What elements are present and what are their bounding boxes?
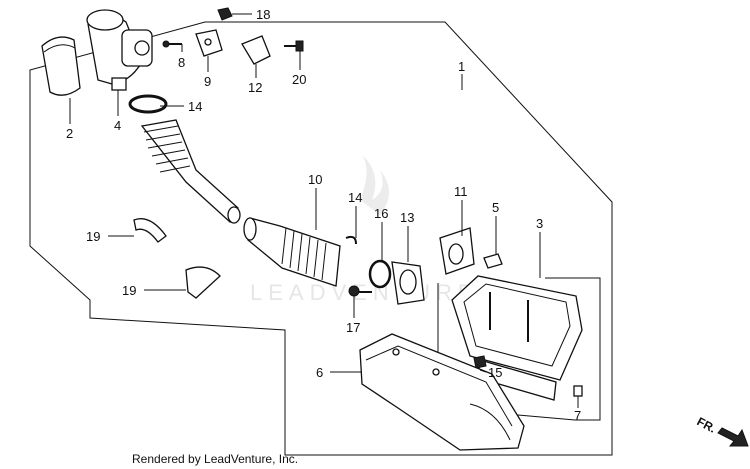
- callout-18: 18: [256, 7, 270, 22]
- watermark: LEADVENTURE: [250, 155, 473, 305]
- callout-7: 7: [574, 408, 581, 423]
- cap-7: [573, 385, 583, 397]
- callout-11: 11: [454, 184, 468, 199]
- nut-15: [473, 355, 487, 369]
- callout-19-lower: 19: [122, 283, 136, 298]
- filter-element: [41, 36, 81, 96]
- grommet-5: [483, 253, 503, 269]
- callout-1: 1: [458, 59, 465, 74]
- front-direction-indicator: FR.: [695, 414, 749, 447]
- callout-2: 2: [66, 126, 73, 141]
- callout-6: 6: [316, 365, 323, 380]
- intake-hose-upper: [140, 119, 241, 224]
- bracket-9: [195, 29, 223, 57]
- callout-3: 3: [536, 216, 543, 231]
- arrow-right-icon: [717, 427, 749, 447]
- callout-4: 4: [114, 118, 121, 133]
- callout-17: 17: [346, 320, 360, 335]
- joint-13: [391, 261, 425, 305]
- footer-credit: Rendered by LeadVenture, Inc.: [132, 452, 299, 466]
- screw-8: [162, 40, 182, 48]
- o-ring-16: [368, 259, 392, 289]
- intake-hose-lower: [243, 217, 341, 287]
- gasket-11: [439, 227, 475, 275]
- callout-15: 15: [488, 365, 502, 380]
- callout-10: 10: [308, 172, 322, 187]
- callout-13: 13: [400, 210, 414, 225]
- air-cleaner-case: [86, 9, 153, 91]
- callout-12: 12: [248, 80, 262, 95]
- clip-12: [241, 35, 271, 65]
- bolt-20: [284, 40, 304, 52]
- callout-19-upper: 19: [86, 229, 100, 244]
- clamp-ring-upper: [128, 94, 168, 114]
- callout-8: 8: [178, 55, 185, 70]
- hose-clamp-19-upper: [133, 218, 167, 243]
- air-cleaner-case-3: [451, 275, 583, 401]
- clip-14-lower: [345, 235, 357, 245]
- callout-labels: 18 1 8 9 12 20 2 4 14 10 14 16 13 11 5 3…: [66, 7, 581, 423]
- callout-16: 16: [374, 206, 388, 221]
- callout-14-lower: 14: [348, 190, 362, 205]
- flame-logo-icon: [360, 155, 389, 215]
- assembly-outline: [29, 21, 613, 456]
- fr-label: FR.: [695, 414, 719, 435]
- callout-9: 9: [204, 74, 211, 89]
- leader-lines: [69, 13, 579, 408]
- nut-18: [217, 7, 233, 21]
- callout-5: 5: [492, 200, 499, 215]
- callout-14-upper: 14: [188, 99, 202, 114]
- callout-20: 20: [292, 72, 306, 87]
- air-cleaner-cover-6: [359, 333, 525, 451]
- hose-clamp-19-lower: [185, 266, 221, 299]
